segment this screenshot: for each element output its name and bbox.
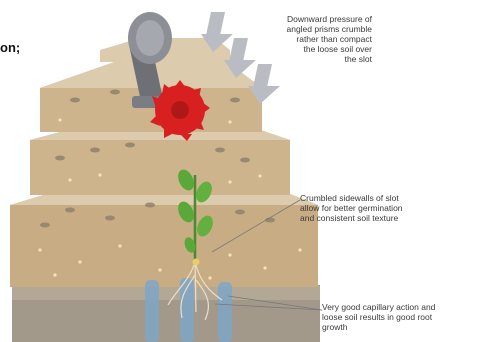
- callout-line: and consistent soil texture: [300, 213, 480, 223]
- callout-line: rather than compact: [232, 34, 372, 44]
- callout-line: growth: [322, 322, 490, 332]
- heading-fragment: on;: [0, 40, 20, 55]
- callout-line: angled prisms crumble: [232, 24, 372, 34]
- callout-line: loose soil results in good root: [322, 312, 490, 322]
- callout-line: the slot: [232, 54, 372, 64]
- callout-line: Very good capillary action and: [322, 302, 490, 312]
- pressure-callout: Downward pressure of angled prisms crumb…: [232, 14, 372, 64]
- capillary-callout: Very good capillary action and loose soi…: [322, 302, 490, 332]
- callout-line: allow for better germination: [300, 203, 480, 213]
- callout-line: Downward pressure of: [232, 14, 372, 24]
- middle-soil-layer: [30, 128, 290, 195]
- callout-line: Crumbled sidewalls of slot: [300, 193, 480, 203]
- lower-soil-layer: [10, 190, 318, 287]
- water-column-icon: [145, 278, 232, 342]
- sidewalls-callout: Crumbled sidewalls of slot allow for bet…: [300, 193, 480, 223]
- callout-line: the loose soil over: [232, 44, 372, 54]
- subsoil-layer: [12, 285, 320, 342]
